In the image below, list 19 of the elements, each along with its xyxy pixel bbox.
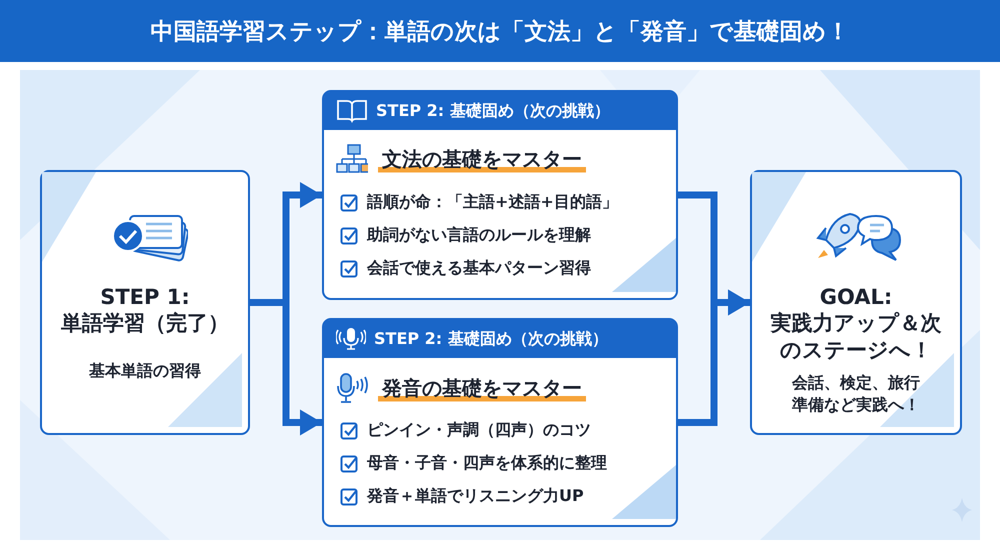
step-title: STEP 1: 単語学習（完了）	[60, 284, 230, 336]
title: 中国語学習ステップ：単語の次は「文法」と「発音」で基礎固め！	[150, 18, 850, 46]
step-heading: STEP 2: 基礎固め（次の挑戦）	[376, 100, 610, 122]
step-card	[322, 318, 678, 527]
checklist-item: 発音＋単語でリスニング力UP	[367, 486, 584, 507]
checklist-item: ピンイン・声調（四声）のコツ	[367, 420, 591, 441]
step-description: 会話、検定、旅行準備など実践へ！	[790, 372, 921, 416]
step-heading: STEP 2: 基礎固め（次の挑戦）	[374, 328, 608, 350]
section-heading: 発音の基礎をマスター	[378, 374, 586, 402]
step-card	[322, 90, 678, 300]
section-heading: 文法の基礎をマスター	[378, 146, 586, 172]
checklist-item: 会話で使える基本パターン習得	[367, 258, 591, 279]
step-description: 基本単語の習得	[88, 360, 202, 382]
checklist-item: 助詞がない言語のルールを理解	[367, 225, 591, 246]
checklist-item: 母音・子音・四声を体系的に整理	[367, 453, 607, 474]
step-title: GOAL: 実践力アップ＆次のステージへ！	[770, 284, 942, 363]
step-box	[40, 170, 250, 435]
checklist-item: 語順が命：「主語+述語+目的語」	[367, 192, 618, 213]
step-box	[750, 170, 962, 435]
